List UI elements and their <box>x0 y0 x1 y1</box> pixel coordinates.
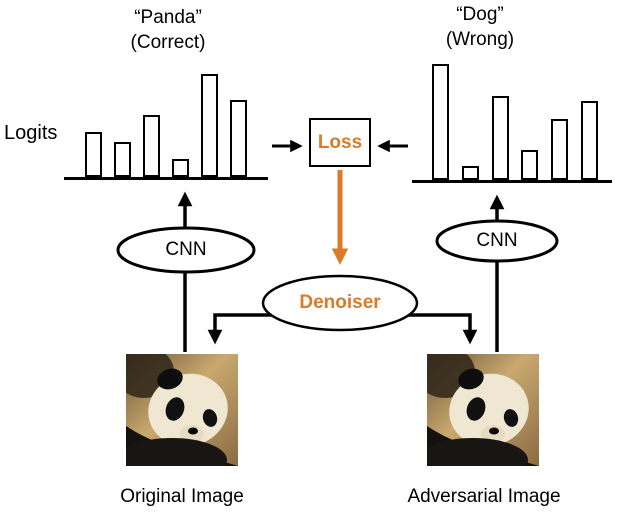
loss-box: Loss <box>309 118 371 167</box>
logit-bar <box>461 166 479 180</box>
logit-bar <box>85 132 102 177</box>
logit-bar <box>230 100 247 177</box>
left-prediction-status: (Correct) <box>130 32 206 53</box>
logit-bar <box>143 115 160 177</box>
loss-label: Loss <box>317 131 363 153</box>
denoiser-label: Denoiser <box>299 292 381 313</box>
left-prediction-label: “Panda” (Correct) <box>93 5 243 55</box>
logit-bar <box>491 96 509 180</box>
logit-bar <box>580 101 598 180</box>
logits-axis-original <box>64 177 268 180</box>
logits-axis-adversarial <box>412 180 612 183</box>
right-prediction-label: “Dog” (Wrong) <box>405 2 555 52</box>
logits-chart-adversarial <box>432 60 598 180</box>
connector-denoiser-to-original-image <box>207 313 272 345</box>
logit-bar <box>432 64 449 180</box>
logit-bar <box>114 142 131 177</box>
cnn-left-label: CNN <box>165 239 207 260</box>
left-prediction-title: “Panda” <box>134 7 202 28</box>
logit-bar <box>201 74 218 177</box>
connector-denoiser-to-adversarial-image <box>408 313 478 345</box>
right-prediction-title: “Dog” <box>456 4 504 25</box>
original-image-label: Original Image <box>120 486 244 507</box>
logits-axis-label: Logits <box>4 122 58 144</box>
adversarial-image-label: Adversarial Image <box>407 486 561 507</box>
logit-bar <box>521 150 539 180</box>
right-prediction-status: (Wrong) <box>445 29 515 50</box>
adversarial-image <box>427 354 539 466</box>
logit-bar <box>551 119 569 180</box>
panda-photo <box>126 354 238 466</box>
original-image <box>126 354 238 466</box>
logit-bar <box>172 159 189 177</box>
panda-photo <box>427 354 539 466</box>
logits-chart-original <box>85 70 247 177</box>
cnn-right-label: CNN <box>476 230 518 251</box>
